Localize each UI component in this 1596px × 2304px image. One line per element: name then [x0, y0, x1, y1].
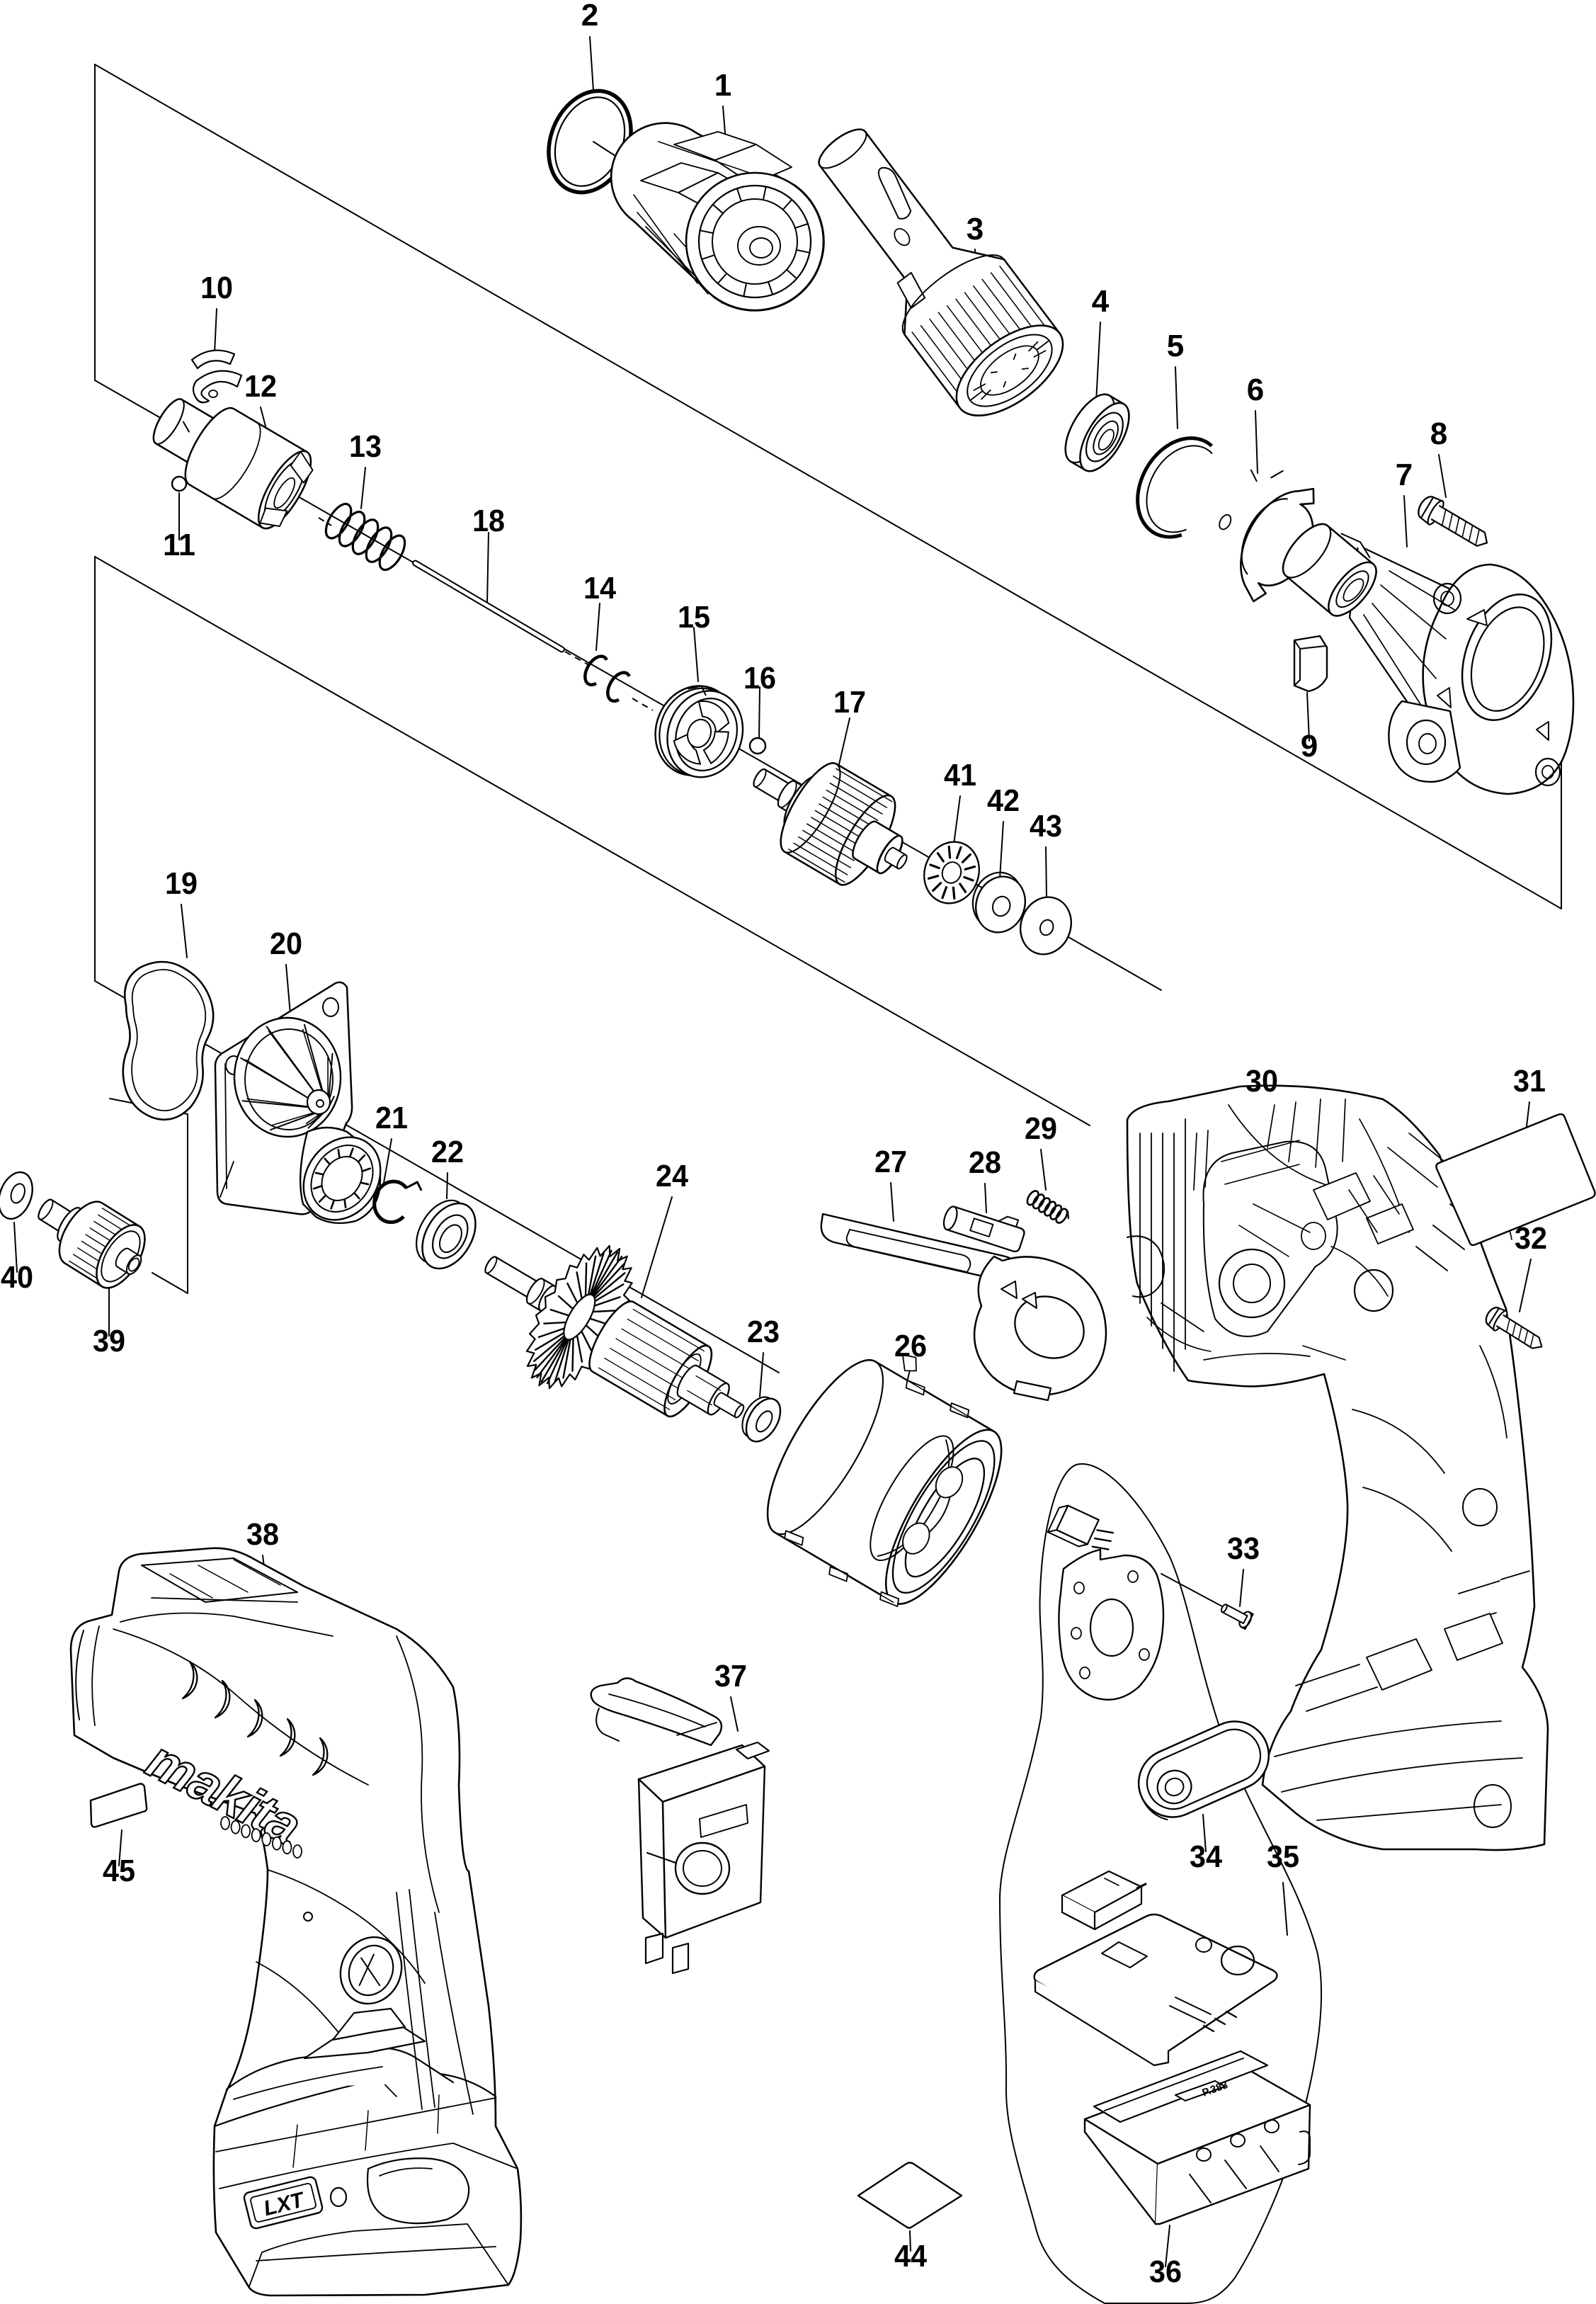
svg-text:44: 44 — [894, 2239, 927, 2274]
svg-text:5: 5 — [1167, 329, 1184, 363]
svg-text:19: 19 — [165, 866, 198, 901]
svg-text:38: 38 — [246, 1517, 279, 1552]
svg-text:36: 36 — [1149, 2254, 1182, 2289]
svg-text:7: 7 — [1396, 458, 1413, 492]
svg-text:6: 6 — [1247, 373, 1264, 407]
svg-text:30: 30 — [1246, 1064, 1278, 1099]
svg-text:8: 8 — [1430, 416, 1447, 451]
svg-text:41: 41 — [944, 758, 976, 793]
svg-text:40: 40 — [1, 1260, 33, 1295]
svg-text:43: 43 — [1030, 809, 1062, 844]
svg-text:4: 4 — [1092, 284, 1110, 319]
svg-text:23: 23 — [747, 1315, 780, 1349]
svg-text:34: 34 — [1190, 1839, 1222, 1874]
svg-text:3: 3 — [967, 212, 984, 246]
svg-text:29: 29 — [1025, 1111, 1057, 1146]
svg-text:45: 45 — [103, 1854, 135, 1888]
svg-text:14: 14 — [583, 571, 616, 606]
svg-text:18: 18 — [472, 504, 505, 538]
svg-text:26: 26 — [894, 1329, 927, 1363]
svg-text:42: 42 — [987, 783, 1020, 818]
svg-text:21: 21 — [375, 1101, 408, 1135]
svg-text:37: 37 — [714, 1659, 747, 1693]
svg-text:2: 2 — [581, 0, 598, 33]
svg-text:39: 39 — [93, 1324, 125, 1358]
svg-text:27: 27 — [874, 1145, 907, 1179]
svg-text:35: 35 — [1267, 1839, 1299, 1874]
svg-text:17: 17 — [833, 685, 866, 720]
svg-text:12: 12 — [244, 369, 277, 404]
svg-text:16: 16 — [743, 661, 776, 696]
svg-text:11: 11 — [163, 528, 195, 562]
svg-text:1: 1 — [714, 68, 731, 103]
svg-text:9: 9 — [1301, 729, 1318, 764]
svg-text:24: 24 — [656, 1159, 688, 1193]
svg-text:31: 31 — [1513, 1064, 1546, 1099]
svg-text:28: 28 — [969, 1145, 1001, 1180]
svg-text:33: 33 — [1227, 1531, 1260, 1566]
svg-text:32: 32 — [1515, 1221, 1547, 1256]
svg-text:10: 10 — [200, 271, 233, 305]
svg-text:22: 22 — [431, 1135, 464, 1169]
svg-text:20: 20 — [270, 926, 302, 961]
svg-text:15: 15 — [678, 600, 710, 635]
svg-text:13: 13 — [349, 429, 382, 464]
